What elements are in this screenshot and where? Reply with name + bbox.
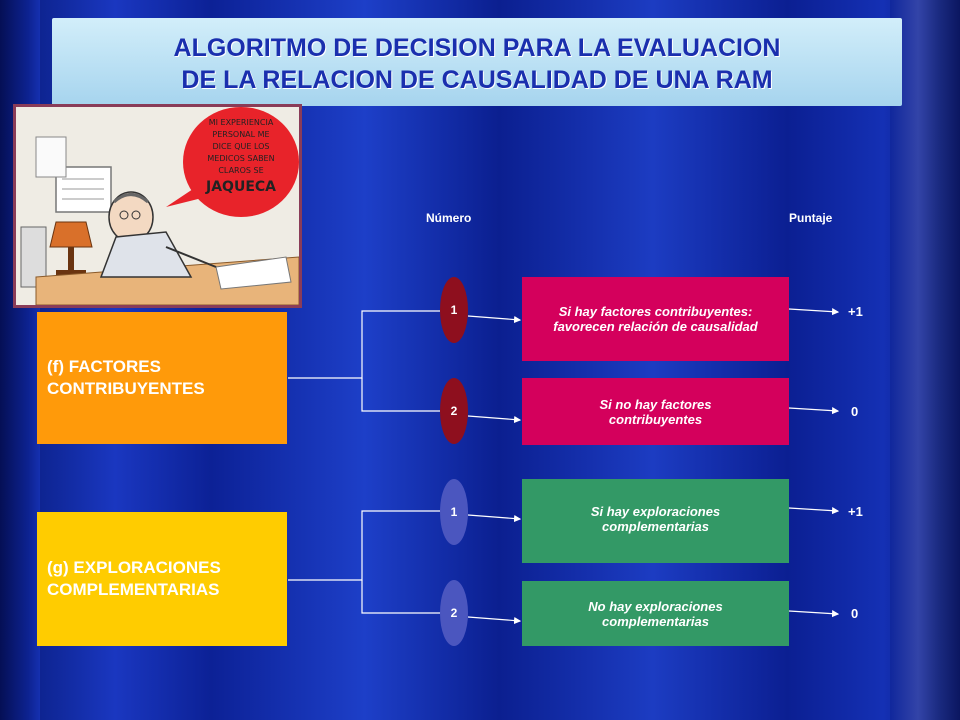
option-desc-f1: Si hay factores contribuyentes: favorece… [522, 277, 789, 361]
curtain-right [890, 0, 960, 720]
score-f2: 0 [851, 404, 859, 419]
title-banner: ALGORITMO DE DECISION PARA LA EVALUACION… [52, 18, 902, 106]
svg-text:MEDICOS SABEN: MEDICOS SABEN [207, 154, 274, 163]
arrow-f2-score [788, 407, 840, 415]
option-desc-f2: Si no hay factores contribuyentes [522, 378, 789, 445]
number-oval-g1: 1 [440, 479, 468, 545]
number-oval-f1: 1 [440, 277, 468, 343]
svg-text:CLAROS SE: CLAROS SE [218, 166, 263, 175]
arrow-g2-score [788, 610, 840, 618]
bubble-highlight: JAQUECA [205, 179, 276, 195]
title-line-1: ALGORITMO DE DECISION PARA LA EVALUACION [173, 34, 781, 62]
arrow-f1-desc [467, 315, 522, 324]
category-factores-contribuyentes: (f) FACTORES CONTRIBUYENTES [37, 312, 287, 444]
cartoon-image: MI EXPERIENCIA PERSONAL ME DICE QUE LOS … [13, 104, 302, 308]
number-oval-f2: 2 [440, 378, 468, 444]
svg-text:MI EXPERIENCIA: MI EXPERIENCIA [209, 118, 274, 127]
score-g1: +1 [848, 504, 863, 519]
number-oval-g2: 2 [440, 580, 468, 646]
header-numero: Número [426, 211, 472, 225]
cartoon-illustration: MI EXPERIENCIA PERSONAL ME DICE QUE LOS … [16, 107, 299, 305]
category-exploraciones-complementarias: (g) EXPLORACIONES COMPLEMENTARIAS [37, 512, 287, 646]
option-desc-g1: Si hay exploraciones complementarias [522, 479, 789, 563]
arrow-g1-desc [467, 514, 522, 523]
arrow-f1-score [788, 308, 840, 316]
header-puntaje: Puntaje [789, 211, 833, 225]
arrow-f2-desc [467, 415, 522, 424]
arrow-g1-score [788, 507, 840, 515]
score-g2: 0 [851, 606, 859, 621]
option-desc-g2: No hay exploraciones complementarias [522, 581, 789, 646]
svg-text:PERSONAL ME: PERSONAL ME [212, 130, 269, 139]
branch-line-f1 [288, 310, 440, 379]
score-f1: +1 [848, 304, 863, 319]
svg-text:DICE QUE LOS: DICE QUE LOS [213, 142, 270, 151]
branch-line-g2 [361, 580, 440, 614]
branch-line-g1 [288, 510, 440, 581]
arrow-g2-desc [467, 616, 522, 625]
title-line-2: DE LA RELACION DE CAUSALIDAD DE UNA RAM [181, 66, 773, 94]
branch-line-f2 [361, 378, 440, 412]
